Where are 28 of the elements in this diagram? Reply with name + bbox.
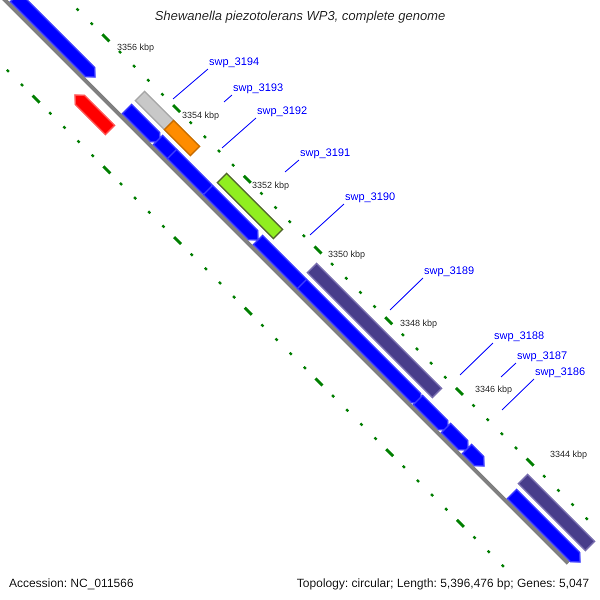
leader-line: [390, 278, 424, 310]
scale-label: 3356 kbp: [117, 43, 154, 52]
gene-label: swp_3192: [257, 105, 308, 118]
scale-label: 3354 kbp: [182, 111, 220, 120]
scale-label: 3350 kbp: [328, 250, 366, 259]
genome-summary-note: Topology: circular; Length: 5,396,476 bp; Genes: 5,047: [296, 576, 589, 590]
leader-line: [460, 342, 494, 376]
scale-label: 3352 kbp: [252, 181, 290, 190]
diagram-title: Shewanella piezotolerans WP3, complete genome: [154, 8, 446, 24]
leader-line: [172, 68, 208, 100]
gene-label: swp_3191: [300, 147, 350, 160]
gene-label: swp_3186: [535, 366, 586, 379]
accession-note: Accession: NC_011566: [9, 576, 134, 590]
gene-label: swp_3190: [345, 191, 396, 204]
leader-line: [502, 378, 534, 410]
gene-label: swp_3188: [494, 330, 544, 343]
gene-label: swp_3187: [517, 350, 568, 363]
gene-label: swp_3189: [424, 265, 474, 278]
gene-label: swp_3193: [233, 82, 284, 95]
leader-line: [500, 362, 516, 378]
leader-line: [284, 160, 300, 172]
scale-label: 3346 kbp: [475, 385, 512, 394]
gene-label: swp_3194: [209, 56, 260, 69]
scale-label: 3344 kbp: [550, 450, 588, 459]
leader-line: [224, 94, 232, 102]
leader-line: [222, 118, 256, 148]
leader-line: [310, 204, 344, 236]
scale-label: 3348 kbp: [400, 319, 438, 328]
